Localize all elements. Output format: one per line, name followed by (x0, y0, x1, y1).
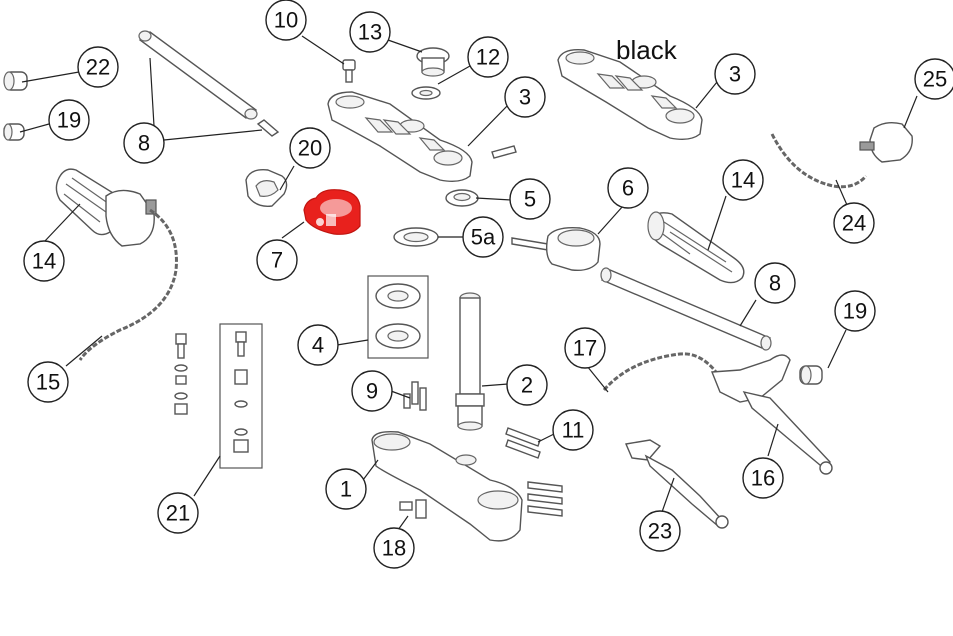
part-14-left-grip-switch (55, 168, 157, 247)
callout-14-right: 14 (722, 159, 764, 201)
callout-23: 23 (639, 510, 681, 552)
callout-2: 2 (506, 364, 548, 406)
part-25-kill-switch (859, 121, 913, 163)
callout-17: 17 (564, 327, 606, 369)
callout-5: 5 (509, 178, 551, 220)
part-22-bar-end-plug (3, 71, 28, 91)
callout-10: 10 (265, 0, 307, 41)
callout-19-left-label: 19 (57, 108, 81, 133)
part-18-small-parts (399, 499, 427, 519)
callout-7: 7 (256, 239, 298, 281)
callout-12-label: 12 (476, 45, 500, 70)
callout-22-label: 22 (86, 55, 110, 80)
part-7-clamp-highlighted (303, 189, 361, 235)
callout-6-label: 6 (622, 176, 634, 201)
part-21-hardware-loose (174, 333, 188, 415)
part-19-bar-end-plug (3, 123, 25, 141)
callout-21-label: 21 (166, 501, 190, 526)
callout-9: 9 (351, 370, 393, 412)
part-16-clutch-lever (710, 354, 833, 475)
part-20-bar-clamp (245, 169, 288, 207)
callout-25: 25 (914, 58, 953, 100)
callout-1-label: 1 (340, 477, 352, 502)
part-11-bolts (505, 427, 563, 517)
callout-2-label: 2 (521, 373, 533, 398)
callout-14-right-label: 14 (731, 168, 755, 193)
part-5-bearing-race (445, 189, 479, 207)
part-8-handlebar-tube-right (600, 267, 772, 351)
part-23-brake-lever (625, 439, 729, 529)
part-9-bolts (403, 381, 427, 411)
part-4-bearing-bottom (375, 323, 421, 349)
callout-3-black: 3 (714, 53, 756, 95)
callout-19-left: 19 (48, 99, 90, 141)
part-3-top-triple-clamp (327, 91, 473, 183)
callout-8-right: 8 (754, 262, 796, 304)
callout-20-label: 20 (298, 136, 322, 161)
callout-3-top-label: 3 (519, 85, 531, 110)
callout-17-label: 17 (573, 336, 597, 361)
part-21-hardware-boxed (233, 331, 249, 453)
part-21-hardware-box (219, 323, 263, 469)
callout-5a-label: 5a (471, 225, 496, 250)
callout-5-label: 5 (524, 187, 536, 212)
part-8-handlebar-tube-top (138, 30, 280, 137)
callout-22: 22 (77, 46, 119, 88)
callout-10-label: 10 (274, 8, 298, 33)
callout-9-label: 9 (366, 379, 378, 404)
callout-13: 13 (349, 11, 391, 53)
callout-13-label: 13 (358, 20, 382, 45)
callout-24: 24 (833, 202, 875, 244)
callout-12: 12 (467, 36, 509, 78)
part-12-washer (411, 86, 441, 100)
callout-18-label: 18 (382, 536, 406, 561)
callout-4-label: 4 (312, 333, 324, 358)
part-5a-dust-seal (393, 227, 439, 247)
callout-14-left: 14 (23, 240, 65, 282)
callout-25-label: 25 (923, 67, 947, 92)
callout-3-black-label: 3 (729, 62, 741, 87)
callout-15: 15 (27, 361, 69, 403)
callout-16-label: 16 (751, 466, 775, 491)
callout-14-left-label: 14 (32, 249, 56, 274)
part-4-bearing-box (367, 275, 429, 359)
part-17-clutch-cable (602, 352, 718, 391)
part-14-right-grip (647, 211, 745, 284)
callout-11-label: 11 (562, 418, 585, 443)
callout-8-top-label: 8 (138, 131, 150, 156)
callout-19-right-label: 19 (843, 299, 867, 324)
callout-11: 11 (552, 409, 594, 451)
part-4-bearing-top (375, 283, 421, 309)
part-6-throttle-housing (511, 226, 601, 272)
part-3-top-triple-clamp-black (557, 49, 703, 141)
part-small-bolt (491, 145, 517, 159)
callout-7-label: 7 (271, 248, 283, 273)
part-19-bar-end-plug-right (799, 365, 823, 385)
callout-5a: 5a (462, 216, 504, 258)
callout-20: 20 (289, 127, 331, 169)
leader-lines (19, 35, 918, 531)
part-24-switch-cable (770, 133, 868, 189)
callout-19-right: 19 (834, 290, 876, 332)
callout-6: 6 (607, 167, 649, 209)
callout-16: 16 (742, 457, 784, 499)
callout-8-top: 8 (123, 122, 165, 164)
callout-18: 18 (373, 527, 415, 569)
callout-3-top: 3 (504, 76, 546, 118)
callout-23-label: 23 (648, 519, 672, 544)
callout-8-right-label: 8 (769, 271, 781, 296)
black-variant-label: black (616, 35, 678, 65)
part-10-bolt (342, 59, 356, 83)
callout-24-label: 24 (842, 211, 866, 236)
part-2-steering-stem (455, 292, 485, 431)
part-1-lower-triple-clamp (371, 430, 523, 542)
callout-4: 4 (297, 324, 339, 366)
callout-15-label: 15 (36, 370, 60, 395)
callout-1: 1 (325, 468, 367, 510)
callout-21: 21 (157, 492, 199, 534)
part-13-stem-nut (416, 47, 450, 77)
